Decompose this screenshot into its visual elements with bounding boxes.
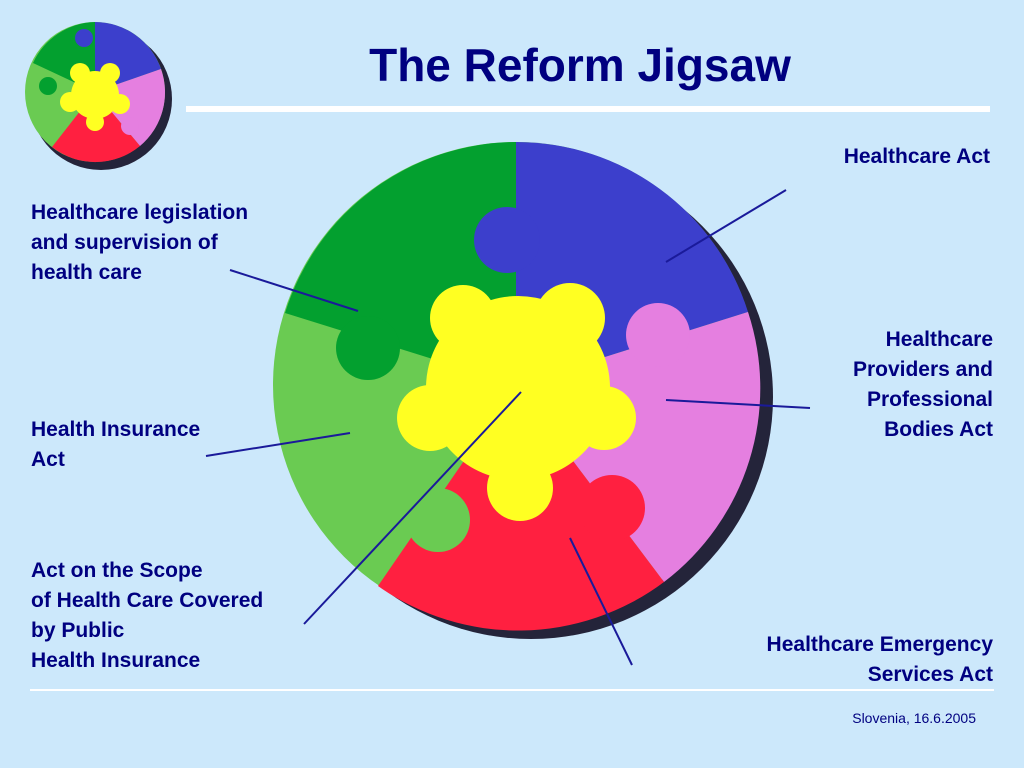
leader-emergency — [569, 537, 633, 666]
label-scope: Act on the Scope of Health Care Covered … — [31, 559, 264, 672]
label-emergency: Healthcare Emergency Services Act — [766, 633, 993, 686]
label-providers: Healthcare Providers and Professional Bo… — [852, 328, 993, 441]
leader-lines — [205, 189, 811, 666]
leader-legislation — [229, 269, 359, 312]
main-jigsaw — [273, 141, 773, 639]
page-title: The Reform Jigsaw — [369, 39, 791, 91]
footer-divider — [30, 689, 994, 691]
leader-healthcare-act — [665, 189, 787, 263]
footer-text: Slovenia, 16.6.2005 — [852, 710, 976, 726]
leader-providers — [665, 399, 811, 409]
title-underline — [186, 106, 990, 112]
logo-jigsaw-icon — [25, 22, 172, 170]
label-healthcare-act: Healthcare Act — [843, 145, 990, 168]
label-health-insurance: Health Insurance Act — [31, 418, 201, 471]
leader-health-insurance — [205, 432, 351, 457]
leader-scope — [303, 391, 522, 625]
piece-scope — [397, 283, 636, 521]
label-legislation: Healthcare legislation and supervision o… — [31, 201, 249, 284]
